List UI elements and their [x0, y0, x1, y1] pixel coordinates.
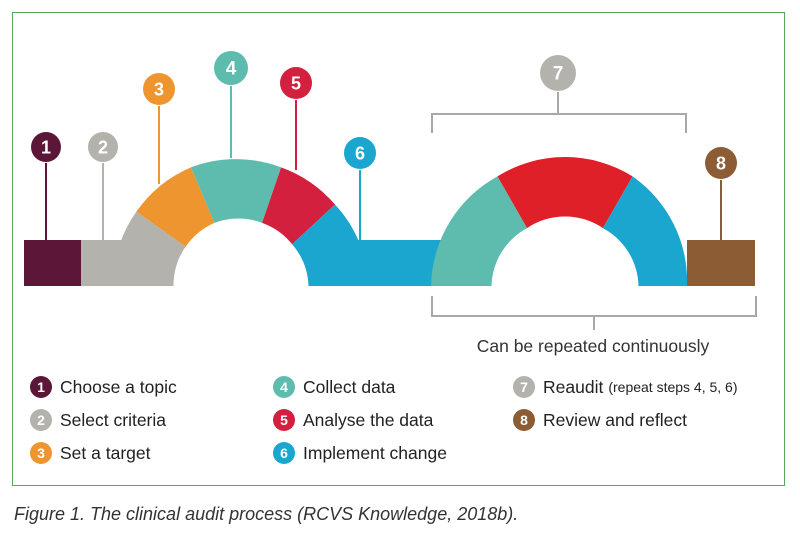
legend-number-badge: 7	[513, 376, 535, 398]
legend-label: Analyse the data	[303, 409, 434, 430]
arch1-segment-5	[262, 167, 335, 245]
arch-second	[431, 157, 688, 286]
step-marker-circle	[88, 132, 118, 162]
step-marker-6: 6	[344, 137, 376, 169]
figure-frame	[12, 12, 785, 486]
step-marker-number: 3	[154, 80, 164, 100]
block-choose-topic	[24, 240, 81, 286]
legend-item-8: 8 Review and reflect	[513, 407, 687, 433]
step-marker-circle	[214, 51, 248, 85]
legend-number-badge: 3	[30, 442, 52, 464]
step-marker-circle	[31, 132, 61, 162]
step-marker-8: 8	[705, 147, 737, 179]
legend-number-badge: 2	[30, 409, 52, 431]
arch2-segment-5	[497, 157, 633, 229]
step-marker-circle	[344, 137, 376, 169]
step-marker-number: 1	[41, 138, 51, 158]
legend-number-badge: 5	[273, 409, 295, 431]
arch1-segment-2	[112, 211, 186, 286]
step-marker-number: 6	[355, 144, 365, 164]
step-marker-circle	[705, 147, 737, 179]
arch1-segment-4	[190, 159, 282, 223]
legend-label: Reaudit	[543, 376, 604, 397]
step-marker-2: 2	[88, 132, 118, 162]
legend-item-6: 6 Implement change	[273, 440, 447, 466]
step-marker-number: 2	[98, 138, 108, 158]
step-marker-4: 4	[214, 51, 248, 85]
legend-item-7: 7 Reaudit(repeat steps 4, 5, 6)	[513, 374, 738, 400]
legend-number-badge: 4	[273, 376, 295, 398]
step-marker-7: 7	[540, 55, 576, 91]
legend-number-badge: 1	[30, 376, 52, 398]
legend-label: Collect data	[303, 376, 396, 397]
legend-item-2: 2 Select criteria	[30, 407, 166, 433]
step-marker-circle	[280, 67, 312, 99]
reaudit-bracket-top	[431, 113, 687, 133]
block-review-reflect	[687, 240, 755, 286]
step-marker-circle	[143, 73, 175, 105]
step-marker-number: 8	[716, 154, 726, 174]
legend-number-badge: 8	[513, 409, 535, 431]
arch-first	[112, 159, 369, 286]
repeat-note: Can be repeated continuously	[477, 336, 710, 356]
legend-item-5: 5 Analyse the data	[273, 407, 433, 433]
repeat-bracket-bottom	[431, 296, 757, 330]
arch2-segment-4	[431, 176, 528, 286]
legend-label: Select criteria	[60, 409, 167, 430]
legend-label: Review and reflect	[543, 409, 687, 430]
step-marker-number: 5	[291, 74, 301, 94]
legend-note: (repeat steps 4, 5, 6)	[608, 379, 738, 395]
figure-caption: Figure 1. The clinical audit process (RC…	[14, 504, 519, 524]
arch1-segment-3	[136, 167, 215, 247]
legend-label: Choose a topic	[60, 376, 177, 397]
legend-item-3: 3 Set a target	[30, 440, 150, 466]
audit-cycle-diagram: 1 2 3 4 5 6 7 8 Can be repeated continuously	[24, 51, 757, 356]
legend-number-badge: 6	[273, 442, 295, 464]
legend-label: Set a target	[60, 442, 151, 463]
arch2-segment-6	[602, 176, 688, 286]
step-marker-1: 1	[31, 132, 61, 162]
step-marker-number: 4	[226, 59, 237, 80]
step-marker-number: 7	[553, 64, 564, 85]
step-marker-5: 5	[280, 67, 312, 99]
legend-item-1: 1 Choose a topic	[30, 374, 177, 400]
legend-label: Implement change	[303, 442, 447, 463]
arch1-segment-6	[292, 204, 369, 286]
step-marker-3: 3	[143, 73, 175, 105]
legend-item-4: 4 Collect data	[273, 374, 395, 400]
step-marker-circle	[540, 55, 576, 91]
